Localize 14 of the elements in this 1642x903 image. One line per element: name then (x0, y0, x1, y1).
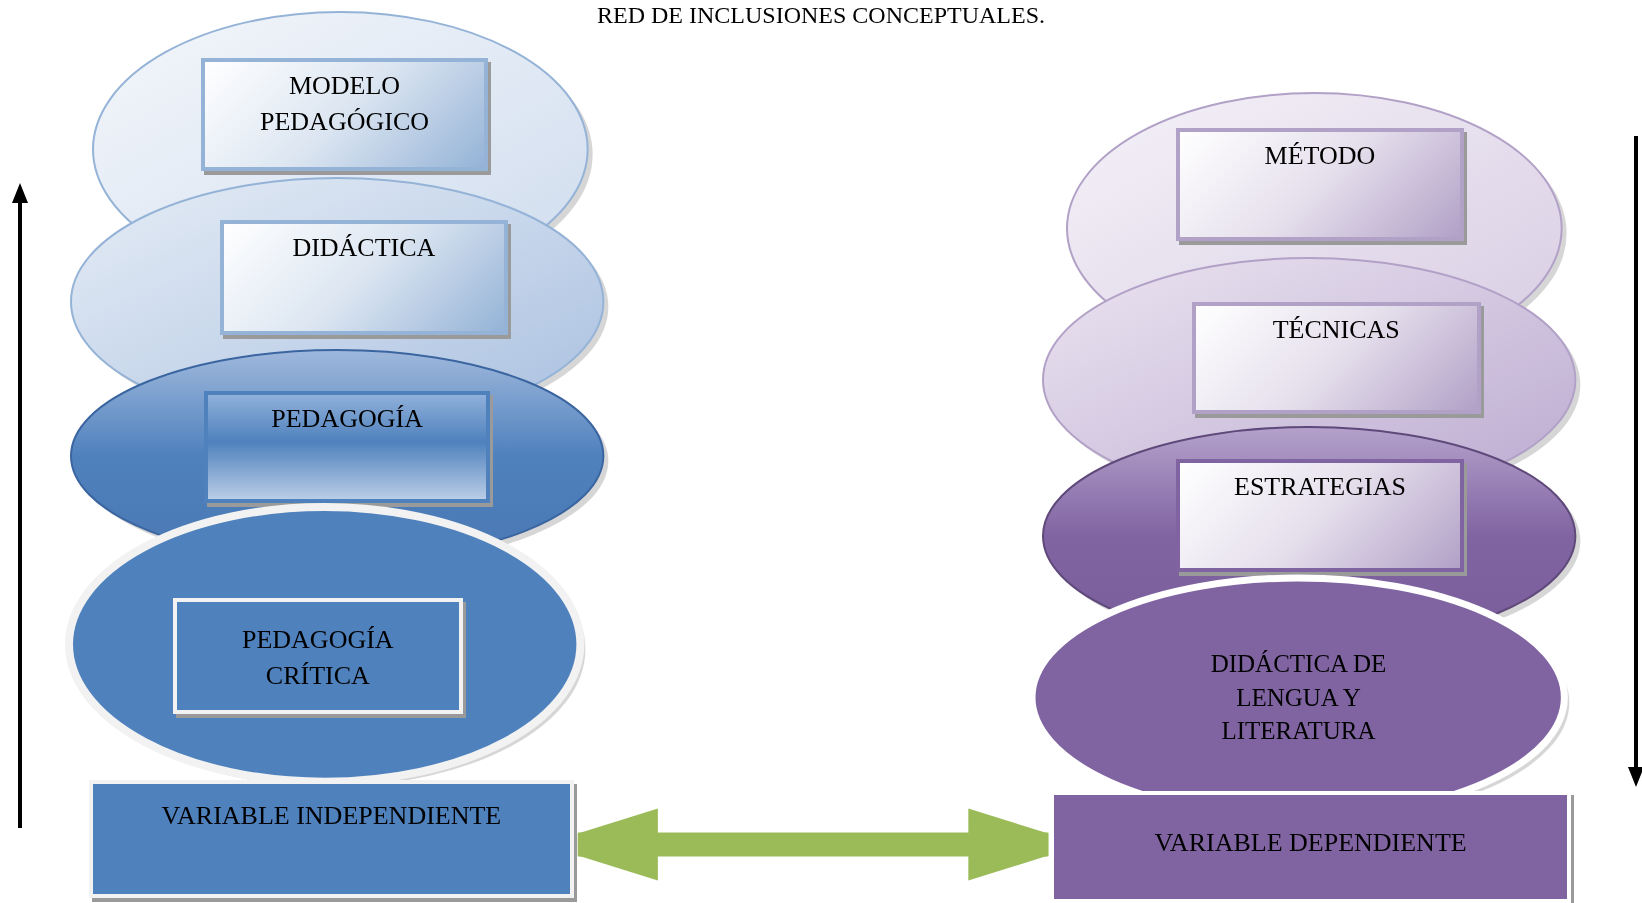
node-label: MODELO PEDAGÓGICO (259, 69, 430, 138)
node-label: MÉTODO (1263, 139, 1377, 172)
node-label: ESTRATEGIAS (1233, 470, 1407, 503)
node-label: PEDAGOGÍA (270, 402, 424, 435)
concept-box (89, 780, 574, 899)
concept-box (219, 219, 508, 336)
node-label: DIDÁCTICA (291, 231, 437, 264)
node-label: VARIABLE DEPENDIENTE (1153, 826, 1468, 859)
node-label: TÉCNICAS (1271, 313, 1401, 346)
node-label: PEDAGOGÍA CRÍTICA (240, 623, 395, 693)
node-label: DIDÁCTICA DE LENGUA Y LITERATURA (1209, 648, 1388, 747)
concept-box (172, 597, 463, 715)
node-label: VARIABLE INDEPENDIENTE (160, 800, 503, 833)
diagram-title: RED DE INCLUSIONES CONCEPTUALES. (596, 2, 1046, 29)
